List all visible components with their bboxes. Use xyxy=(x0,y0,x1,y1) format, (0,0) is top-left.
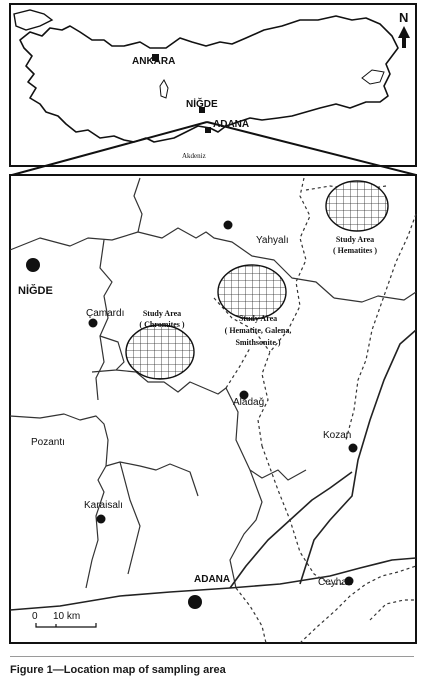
north-label: N xyxy=(399,10,408,25)
ceyhan-label: Ceyhan xyxy=(318,577,352,588)
scale-bar: 0 10 km xyxy=(32,611,97,628)
karaisali-marker-dot xyxy=(96,514,106,524)
camardi-marker-dot xyxy=(88,318,98,328)
scale-zero: 0 xyxy=(32,611,38,622)
nigde-marker-dot xyxy=(26,258,40,272)
scale-bar-line xyxy=(35,623,97,628)
lake-tuz xyxy=(159,79,169,99)
turkey-outline xyxy=(19,15,399,143)
chromites-title: Study Area xyxy=(143,309,181,318)
pozanti-label: Pozantı xyxy=(31,437,65,448)
north-arrow-icon xyxy=(398,26,410,48)
town-markers xyxy=(26,220,358,609)
yahyali-marker-dot xyxy=(223,220,233,230)
overview-map: ANKARA NİĞDE ADANA Akdeniz N xyxy=(9,3,417,167)
hematites-title: Study Area xyxy=(336,235,374,244)
adana-marker-dot xyxy=(188,595,202,609)
aladag-label: Aladağ xyxy=(233,397,264,408)
study-area-chromites xyxy=(125,324,195,380)
hematite-galena-title: Study Area xyxy=(239,314,277,323)
overview-frame xyxy=(9,3,417,167)
nigde-marker xyxy=(199,107,205,113)
nigde-overview-label: NİĞDE xyxy=(186,97,218,110)
ankara-label: ANKARA xyxy=(132,56,175,67)
adana-overview-label: ADANA xyxy=(213,119,249,130)
scale-distance: 10 km xyxy=(53,611,80,622)
adana-label: ADANA xyxy=(194,574,230,585)
aladag-marker-dot xyxy=(239,390,249,400)
north-arrow: N xyxy=(398,10,410,48)
detail-frame xyxy=(9,174,417,644)
study-area-hematite-galena xyxy=(217,264,287,320)
karaisali-label: Karaisalı xyxy=(84,500,123,511)
camardi-label: Çamardı xyxy=(86,308,124,319)
study-area-hematites xyxy=(325,180,389,232)
lake-van xyxy=(361,69,385,85)
ankara-marker xyxy=(152,54,159,61)
province-boundaries xyxy=(9,177,417,589)
kozan-label: Kozan xyxy=(323,430,351,441)
sea-label: Akdeniz xyxy=(182,152,206,160)
yahyali-label: Yahyalı xyxy=(256,235,289,246)
detail-map: NİĞDE Çamardı Yahyalı Aladağ Pozantı Koz… xyxy=(9,174,417,644)
hematite-galena-mineral-1: ( Hematite, Galena, xyxy=(225,326,292,335)
thrace-outline xyxy=(13,9,54,31)
kozan-marker-dot xyxy=(348,443,358,453)
ceyhan-marker-dot xyxy=(344,576,354,586)
adana-marker xyxy=(205,127,211,133)
hematite-galena-mineral-2: Smithsonite ) xyxy=(235,338,280,347)
nigde-label: NİĞDE xyxy=(18,284,53,297)
figure-caption: Figure 1—Location map of sampling area xyxy=(10,664,226,676)
chromites-mineral: ( Chromites ) xyxy=(139,320,185,329)
caption-rule xyxy=(10,656,414,657)
hematites-mineral: ( Hematites ) xyxy=(333,246,377,255)
connector-lines xyxy=(11,121,417,176)
